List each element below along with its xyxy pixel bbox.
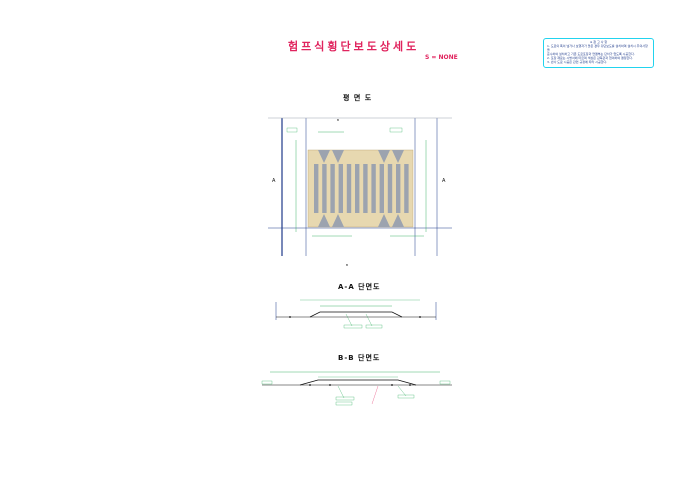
notes-body: 1. 도로의 폭이 넓거나 보행자가 많은 경우 횡단보도를 설치하며 설치시 … [547,44,650,64]
marker-dot [289,316,291,318]
marker-dot [419,316,421,318]
triangle-mark [332,214,344,227]
section-aa-title: A-A 단면도 [338,283,381,291]
zebra-stripe [330,164,335,213]
hump-profile [309,311,403,318]
zebra-stripes [314,164,409,213]
triangle-mark [378,150,390,163]
plan-title: 평 면 도 [343,94,373,102]
notes-line: 3. 반사 도료 시공은 관련 규정에 따라 시공한다. [547,60,608,64]
triangle-mark [318,150,330,163]
triangle-mark [378,214,390,227]
notes-line: 2. 포장 재료는 시방서에 따르며 색상은 감독관과 협의하여 결정한다. [547,56,633,60]
zebra-stripe [346,164,352,213]
marker-dot [391,384,393,386]
zebra-stripe [355,164,360,213]
leader-line [337,385,345,399]
zebra-stripe [396,164,401,213]
leader-line [371,385,379,405]
hump-profile [299,379,417,386]
section-mark-a: A [442,178,446,184]
drawing-title: 험프식횡단보도상세도 [288,40,420,53]
section-mark-b: B [337,118,339,122]
notes-line: 1. 도로의 폭이 넓거나 보행자가 많은 경우 횡단보도를 설치하며 설치시 … [547,44,648,52]
triangle-mark [392,214,404,227]
notes-box: ※ 참 고 사 항 1. 도로의 폭이 넓거나 보행자가 많은 경우 횡단보도를… [543,38,654,68]
leader-tag [335,396,355,401]
marker-dot [329,384,331,386]
zebra-stripe [387,164,393,213]
marker-dot [309,384,311,386]
leader-line [365,313,373,327]
triangle-mark [332,150,344,163]
section-bb-title: B-B 단면도 [338,354,381,362]
zebra-stripe [363,164,368,213]
drawing-scale: S = NONE [425,54,458,61]
section-mark-b: B [346,263,348,267]
leader-tag [397,394,415,399]
zebra-stripe [379,164,384,213]
leader-tag [343,324,363,329]
leader-tag [389,127,403,133]
section-mark-a: A [272,178,276,184]
leader-tag [286,127,298,133]
notes-line: 준수하여 설치하고 기존 도로포장과 연결부는 단차가 없도록 시공한다. [547,52,635,56]
leader-line [345,313,353,327]
triangle-mark [318,214,330,227]
leader-tag [335,401,353,406]
leader-tag [261,380,273,385]
leader-tag [365,324,383,329]
leader-tag [439,380,451,385]
zebra-stripe [338,164,343,213]
section-bb-view [261,371,452,406]
zebra-stripe [322,164,327,213]
zebra-stripe [404,164,409,213]
marker-dot [409,384,411,386]
zebra-stripe [371,164,376,213]
leader-line [397,385,407,397]
plan-view: A A B B [268,117,452,267]
notes-title: ※ 참 고 사 항 [589,40,608,44]
triangle-mark [392,150,404,163]
zebra-stripe [314,164,319,213]
section-aa-view [275,299,437,329]
